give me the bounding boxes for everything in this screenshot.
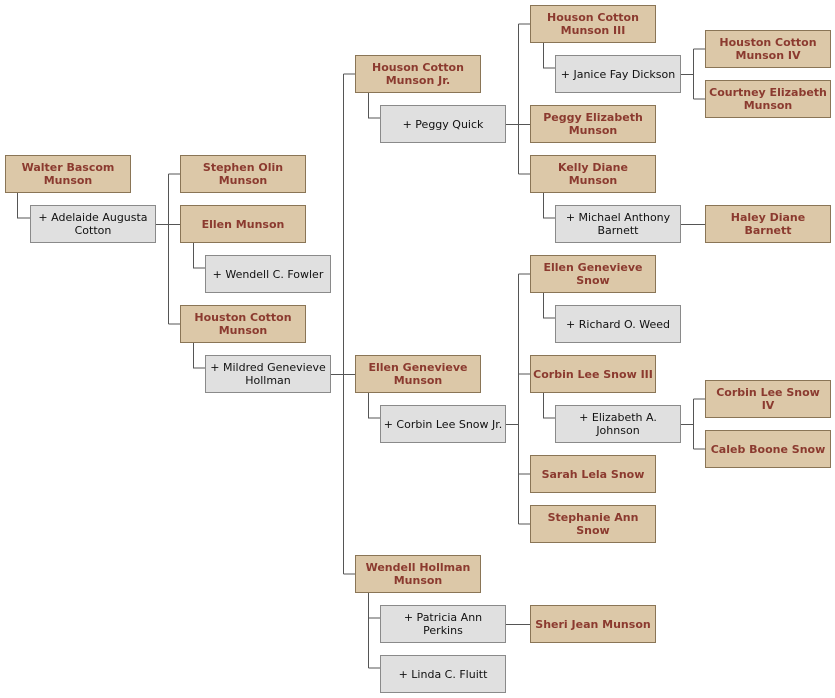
- spouse-elizabeth-a-johnson[interactable]: + Elizabeth A. Johnson: [555, 405, 681, 443]
- person-peggy-elizabeth-munson[interactable]: Peggy Elizabeth Munson: [530, 105, 656, 143]
- spouse-mildred-genevieve-hollman[interactable]: + Mildred Genevieve Hollman: [205, 355, 331, 393]
- person-courtney-elizabeth-munson[interactable]: Courtney Elizabeth Munson: [705, 80, 831, 118]
- spouse-michael-anthony-barnett[interactable]: + Michael Anthony Barnett: [555, 205, 681, 243]
- person-sarah-lela-snow[interactable]: Sarah Lela Snow: [530, 455, 656, 493]
- spouse-linda-c-fluitt[interactable]: + Linda C. Fluitt: [380, 655, 506, 693]
- spouse-corbin-lee-snow-jr[interactable]: + Corbin Lee Snow Jr.: [380, 405, 506, 443]
- person-houston-cotton-munson-iv[interactable]: Houston Cotton Munson IV: [705, 30, 831, 68]
- spouse-patricia-ann-perkins[interactable]: + Patricia Ann Perkins: [380, 605, 506, 643]
- person-houston-cotton-munson[interactable]: Houston Cotton Munson: [180, 305, 306, 343]
- person-kelly-diane-munson[interactable]: Kelly Diane Munson: [530, 155, 656, 193]
- person-ellen-genevieve-munson[interactable]: Ellen Genevieve Munson: [355, 355, 481, 393]
- person-sheri-jean-munson[interactable]: Sheri Jean Munson: [530, 605, 656, 643]
- person-walter-bascom-munson[interactable]: Walter Bascom Munson: [5, 155, 131, 193]
- person-houson-cotton-munson-jr[interactable]: Houson Cotton Munson Jr.: [355, 55, 481, 93]
- spouse-richard-o-weed[interactable]: + Richard O. Weed: [555, 305, 681, 343]
- person-haley-diane-barnett[interactable]: Haley Diane Barnett: [705, 205, 831, 243]
- person-ellen-munson[interactable]: Ellen Munson: [180, 205, 306, 243]
- person-caleb-boone-snow[interactable]: Caleb Boone Snow: [705, 430, 831, 468]
- spouse-peggy-quick[interactable]: + Peggy Quick: [380, 105, 506, 143]
- person-stephen-olin-munson[interactable]: Stephen Olin Munson: [180, 155, 306, 193]
- spouse-janice-fay-dickson[interactable]: + Janice Fay Dickson: [555, 55, 681, 93]
- person-stephanie-ann-snow[interactable]: Stephanie Ann Snow: [530, 505, 656, 543]
- person-wendell-hollman-munson[interactable]: Wendell Hollman Munson: [355, 555, 481, 593]
- person-houson-cotton-munson-iii[interactable]: Houson Cotton Munson III: [530, 5, 656, 43]
- spouse-adelaide-augusta-cotton[interactable]: + Adelaide Augusta Cotton: [30, 205, 156, 243]
- person-corbin-lee-snow-iii[interactable]: Corbin Lee Snow III: [530, 355, 656, 393]
- spouse-wendell-c-fowler[interactable]: + Wendell C. Fowler: [205, 255, 331, 293]
- person-ellen-genevieve-snow[interactable]: Ellen Genevieve Snow: [530, 255, 656, 293]
- person-corbin-lee-snow-iv[interactable]: Corbin Lee Snow IV: [705, 380, 831, 418]
